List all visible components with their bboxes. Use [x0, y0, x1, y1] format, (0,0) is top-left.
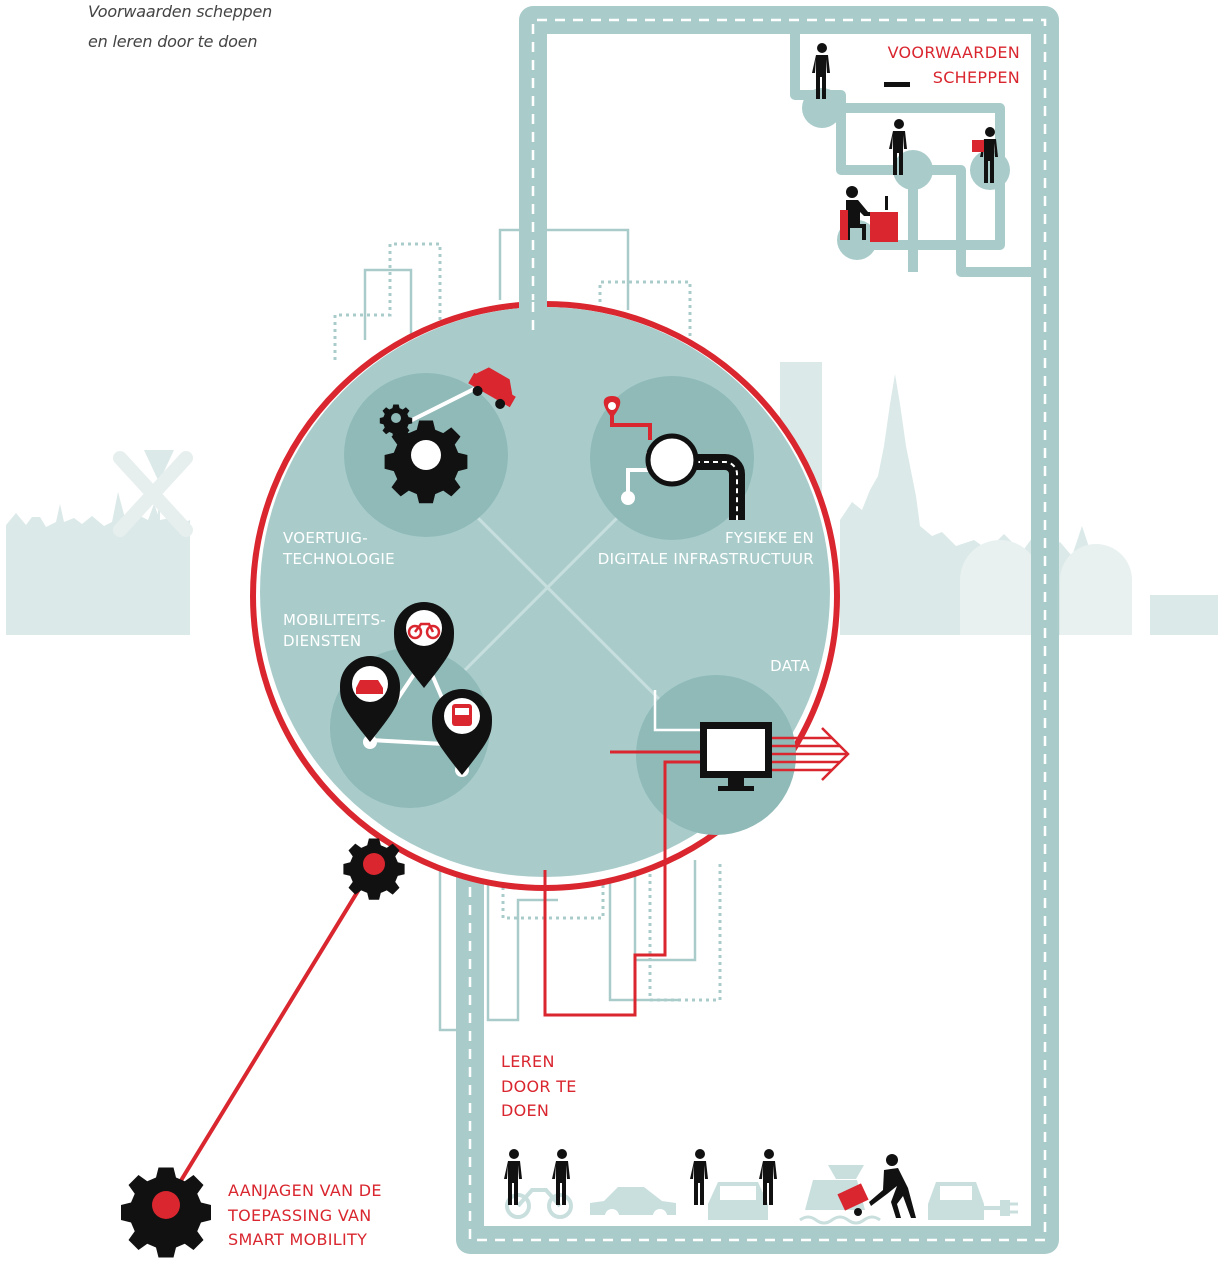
label-vehicle-technology: VOERTUIG- TECHNOLOGIE	[283, 529, 395, 568]
electric-car-icon	[928, 1182, 1018, 1220]
briefcase-icon	[972, 140, 984, 152]
connector-lines	[363, 228, 697, 1032]
label-learning-by-doing: LEREN DOOR TE DOEN	[501, 1052, 577, 1120]
windmill-icon	[113, 451, 193, 537]
bubble-infrastructure	[590, 376, 754, 540]
label-infrastructure: FYSIEKE EN DIGITALE INFRASTRUCTUUR	[597, 529, 814, 568]
bubble-mobility	[330, 602, 492, 808]
graduation-cap-icon	[884, 82, 910, 87]
learning-scene	[504, 1149, 1018, 1225]
conditions-people	[812, 43, 998, 242]
bubble-data	[543, 675, 850, 1017]
person-with-luggage-icon	[837, 1154, 916, 1218]
car-icon	[590, 1187, 676, 1223]
gear-icon	[121, 1167, 211, 1258]
bus-pin-icon	[432, 689, 492, 775]
road-icon	[645, 433, 745, 520]
data-arrow	[772, 727, 850, 781]
activation-connector	[121, 838, 405, 1258]
caption-line-2: en leren door te doen	[88, 32, 258, 51]
label-activation: AANJAGEN VAN DE TOEPASSING VAN SMART MOB…	[228, 1181, 382, 1249]
person-icon	[690, 1149, 708, 1205]
bike-pin-icon	[394, 602, 454, 688]
caption-line-1: Voorwaarden scheppen	[88, 2, 273, 21]
monitor-icon	[700, 722, 772, 791]
car-icon	[468, 367, 516, 409]
label-data: DATA	[770, 657, 810, 675]
map-pin-icon	[603, 396, 621, 418]
gears-icon	[379, 404, 468, 504]
car-icon	[708, 1182, 768, 1220]
bubble-vehicle	[344, 367, 516, 537]
gear-icon	[343, 838, 405, 900]
main-track	[456, 6, 1059, 1254]
label-mobility-services: MOBILITEITS- DIENSTEN	[283, 611, 387, 650]
label-conditions: VOORWAARDEN SCHEPPEN	[887, 43, 1020, 87]
conditions-nodes	[802, 88, 1010, 260]
desk-worker-icon	[840, 186, 898, 242]
car-pin-icon	[340, 656, 400, 742]
